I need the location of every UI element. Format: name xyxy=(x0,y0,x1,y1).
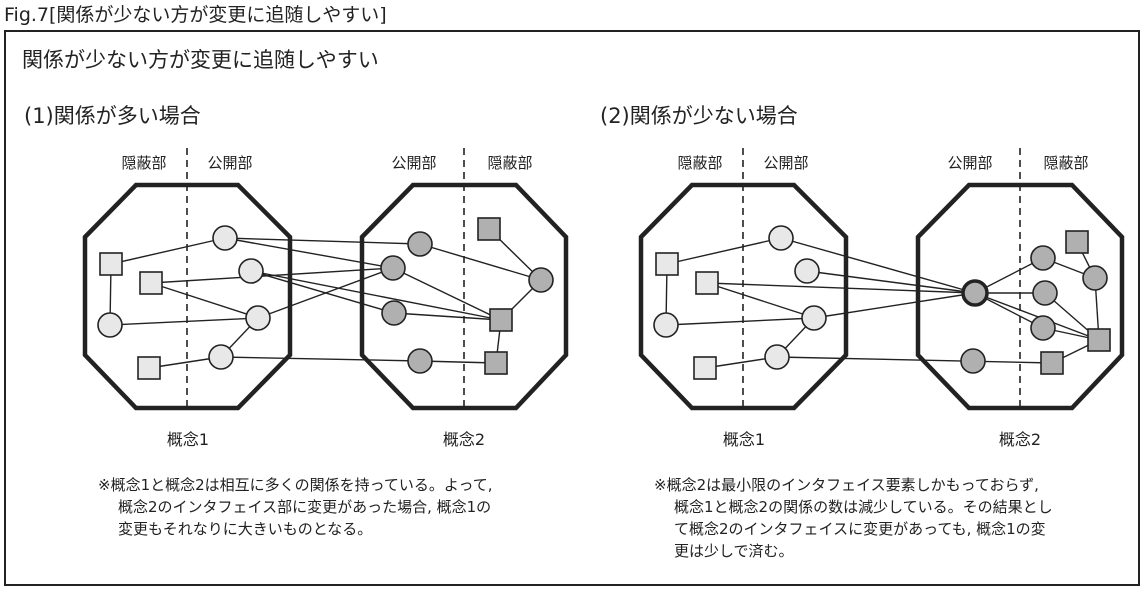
panel1-concept2-public-label: 公開部 xyxy=(391,154,437,172)
panel1-c2-square-node xyxy=(477,217,501,241)
panel1-c2-circle-node xyxy=(528,267,554,293)
panel1-note-line2: 概念2のインタフェイス部に変更があった場合, 概念1の xyxy=(118,498,492,516)
panel2-note: ※概念2は最小限のインタフェイス要素しかもっておらず, 概念1と概念2の関係の数… xyxy=(654,474,1053,562)
panel2-concept2-hexagon xyxy=(915,182,1125,411)
panel2-c1-circle-node xyxy=(794,258,820,284)
panel2-note-line1: ※概念2は最小限のインタフェイス要素しかもっておらず, xyxy=(654,476,1039,494)
panel2-c2-interface-node xyxy=(961,279,989,307)
panel2-concept1-public-label: 公開部 xyxy=(763,154,809,172)
panel2-concept1-hexagon xyxy=(638,182,849,411)
panel2-c2-square-node xyxy=(1065,230,1089,254)
panel2-c1-circle-node xyxy=(768,225,794,251)
panel1-c1-circle-node xyxy=(245,305,271,331)
panel2-c1-circle-node xyxy=(653,312,679,338)
panel1-c1-circle-node xyxy=(238,258,264,284)
panel2-c2-circle-node xyxy=(1032,280,1058,306)
panel2-c2-circle-node xyxy=(1082,265,1108,291)
panel1-c2-circle-node xyxy=(407,231,433,257)
panel1-c1-circle-node xyxy=(208,344,234,370)
panel1-c2-circle-node xyxy=(407,348,433,374)
panel2-c2-circle-node xyxy=(960,348,986,374)
panel2-title: (2)関係が少ない場合 xyxy=(600,104,798,128)
figure-caption: Fig.7[関係が少ない方が変更に追随しやすい] xyxy=(4,4,387,26)
panel1-concept2-nodes xyxy=(380,217,554,375)
panel2-note-line2: 概念1と概念2の関係の数は減少している。その結果とし xyxy=(674,498,1053,516)
panel2-c2-square-node xyxy=(1087,328,1111,352)
panel1-diagram xyxy=(82,148,569,412)
panel2-diagram xyxy=(638,148,1125,412)
panel1-c1-circle-node xyxy=(212,225,238,251)
panel1-c1-square-node xyxy=(139,271,163,295)
panel1-c2-circle-node xyxy=(381,300,407,326)
panel2-concept2-label: 概念2 xyxy=(998,430,1042,449)
panel2-note-line3: て概念2のインタフェイスに変更があっても, 概念1の変 xyxy=(674,520,1046,538)
panel1-c1-square-node xyxy=(99,252,123,276)
panel2-c1-circle-node xyxy=(764,344,790,370)
panel2-note-line4: 更は少しで済む。 xyxy=(674,542,794,560)
panel2-concept1-nodes xyxy=(653,225,827,380)
figure-frame xyxy=(4,30,1140,586)
panel1-concept2-hidden-label: 隠蔽部 xyxy=(487,154,533,172)
panel1-concept1-label: 概念1 xyxy=(166,430,210,449)
panel1-c2-square-node xyxy=(489,308,513,332)
panel2-c1-square-node xyxy=(693,356,717,380)
panel1-note-line1: ※概念1と概念2は相互に多くの関係を持っている。よって, xyxy=(98,476,493,494)
panel1-concept1-hexagon xyxy=(82,182,293,411)
panel1-note-line3: 変更もそれなりに大きいものとなる。 xyxy=(118,520,373,538)
panel2-c2-square-node xyxy=(1040,351,1064,375)
panel2-concept2-public-label: 公開部 xyxy=(947,154,993,172)
panel2-concept2-nodes xyxy=(960,230,1111,375)
panel1-concept1-nodes xyxy=(97,225,271,380)
panel1-concept2-label: 概念2 xyxy=(442,430,486,449)
panel1-c1-square-node xyxy=(137,356,161,380)
panel1-concept2-hexagon xyxy=(359,182,569,411)
panel1-edges xyxy=(109,228,542,369)
panel2-c1-square-node xyxy=(695,271,719,295)
panel1-concept1-public-label: 公開部 xyxy=(207,154,253,172)
panel2-c1-circle-node xyxy=(801,305,827,331)
panel2-concept1-hidden-label: 隠蔽部 xyxy=(677,154,723,172)
panel2-concept2-hidden-label: 隠蔽部 xyxy=(1043,154,1089,172)
panel1-c1-circle-node xyxy=(97,312,123,338)
panel2-c2-circle-node xyxy=(1030,315,1056,341)
panel2-c1-square-node xyxy=(655,252,679,276)
panel1-c2-circle-node xyxy=(380,255,406,281)
figure-heading: 関係が少ない方が変更に追随しやすい xyxy=(22,48,379,72)
panel1-c2-square-node xyxy=(484,351,508,375)
panel2-concept1-label: 概念1 xyxy=(722,430,766,449)
panel1-note: ※概念1と概念2は相互に多くの関係を持っている。よって, 概念2のインタフェイス… xyxy=(98,474,492,540)
panel1-title: (1)関係が多い場合 xyxy=(24,104,201,128)
panel2-c2-circle-node xyxy=(1030,245,1056,271)
panel1-concept1-hidden-label: 隠蔽部 xyxy=(121,154,167,172)
